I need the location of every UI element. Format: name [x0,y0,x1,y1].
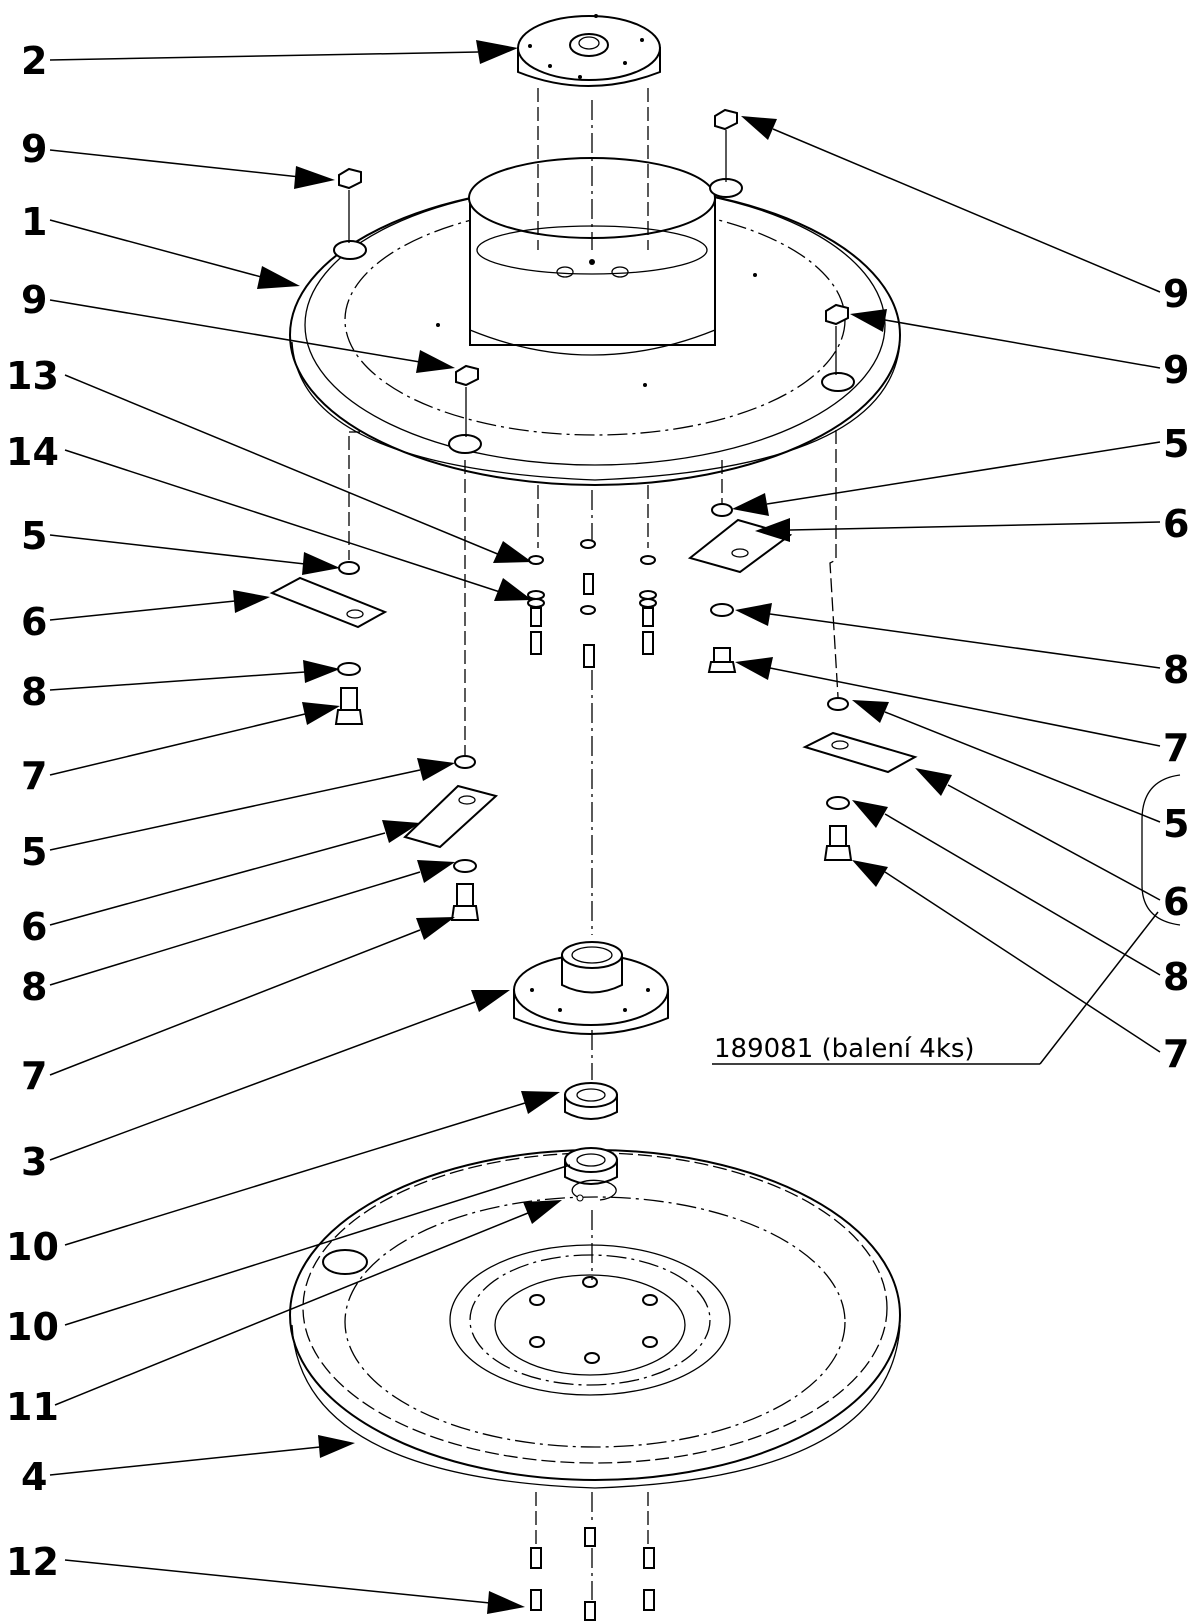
callout-8-left-top: 8 [21,670,47,714]
part-1-drum-housing [289,157,901,486]
knife-set-left [269,561,388,725]
callout-6-right-low: 6 [1163,880,1189,924]
kit-part-number-label: 189081 (balení 4ks) [714,1034,975,1064]
callout-6-left-top: 6 [21,600,47,644]
callout-5-right-top: 5 [1163,422,1189,466]
callout-3: 3 [21,1140,47,1184]
callout-9-right-top: 9 [1163,272,1189,316]
kit-label-group: 189081 (balení 4ks) [712,774,1181,1065]
callout-8-left-low: 8 [21,965,47,1009]
callout-12: 12 [6,1540,59,1584]
callout-9-right-mid: 9 [1163,348,1189,392]
part-2-top-flange [517,14,661,87]
callout-14: 14 [6,430,59,474]
part-11-circlip [571,1179,617,1202]
callout-5-left-low: 5 [21,830,47,874]
part-10-upper-bearing [564,1082,618,1120]
callout-9-left-top: 9 [21,127,47,171]
callout-4: 4 [21,1455,47,1499]
part-3-lower-bearing-housing [513,941,669,1035]
callout-5-right-low: 5 [1163,802,1189,846]
callout-6-right-top: 6 [1163,502,1189,546]
callout-1: 1 [21,200,47,244]
callout-8-right-low: 8 [1163,955,1189,999]
callout-5-left-top: 5 [21,514,47,558]
nuts [338,108,849,387]
callout-7-right-low: 7 [1163,1032,1189,1076]
part-4-lower-disc [289,1149,901,1489]
callout-9-left-mid: 9 [21,278,47,322]
callout-13: 13 [6,354,59,398]
callout-6-left-low: 6 [21,905,47,949]
callout-11: 11 [6,1385,59,1429]
callout-numbers: 2 9 1 9 13 14 5 6 8 7 5 6 8 7 3 10 10 11… [6,39,1189,1584]
knife-set-center [403,755,499,921]
callout-2: 2 [21,39,47,83]
leader-lines [49,40,1161,1614]
callout-7-left-low: 7 [21,1054,47,1098]
callout-8-right-top: 8 [1163,648,1189,692]
part-10-lower-bearing [564,1147,618,1185]
callout-10-upper: 10 [6,1225,59,1269]
callout-7-right-top: 7 [1163,726,1189,770]
callout-10-lower: 10 [6,1305,59,1349]
knife-set-right-lower [802,697,918,861]
callout-7-left-top: 7 [21,754,47,798]
assembly-axis-lines [348,88,839,1600]
